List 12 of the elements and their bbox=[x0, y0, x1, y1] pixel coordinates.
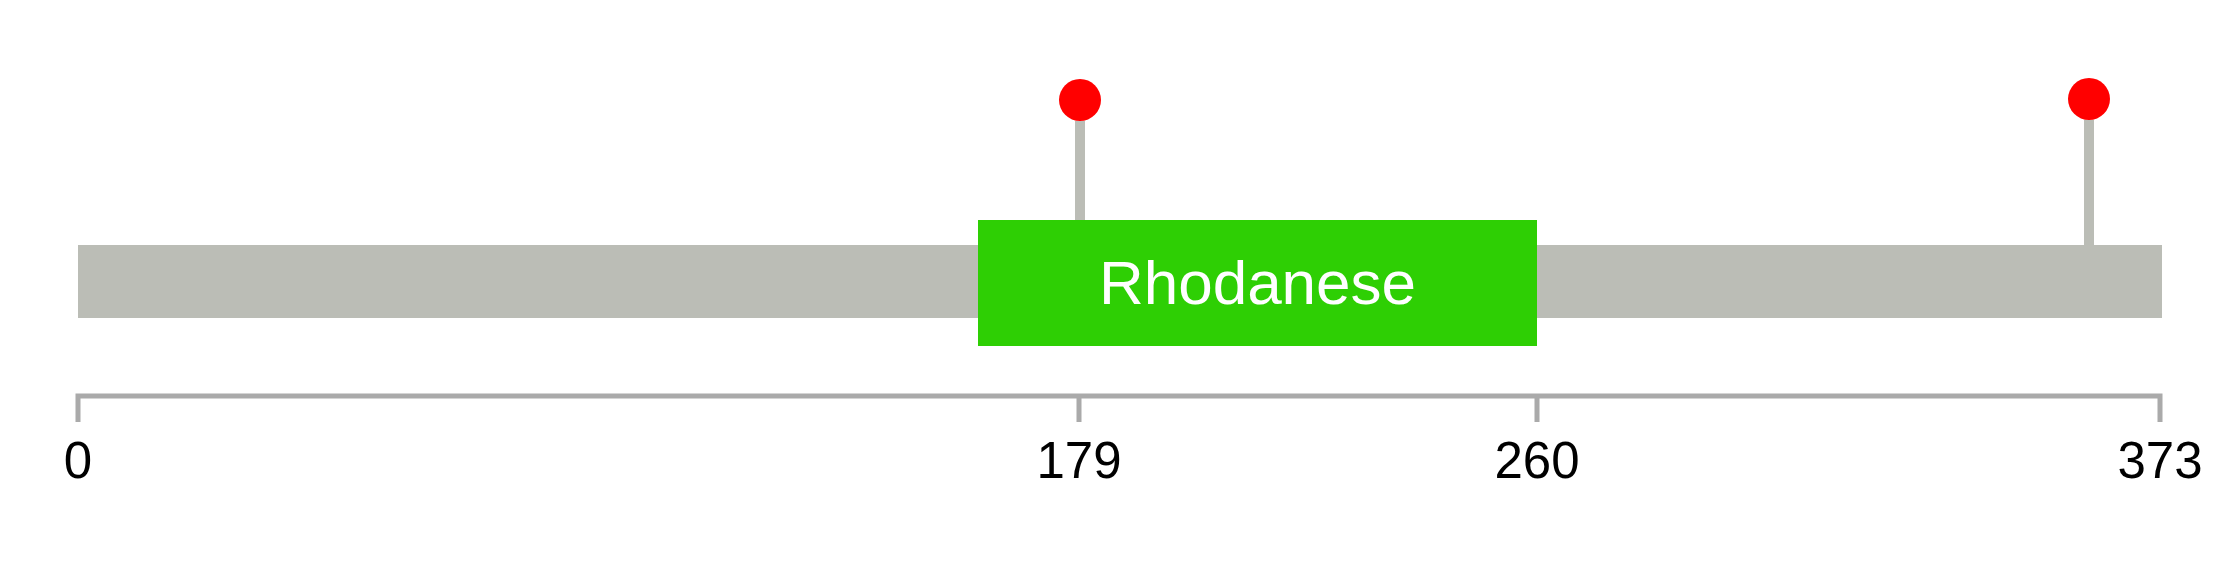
stem-line bbox=[1075, 121, 1085, 220]
tick-label: 373 bbox=[2117, 435, 2203, 486]
tick-label: 179 bbox=[1036, 435, 1122, 486]
tick-label: 260 bbox=[1494, 435, 1580, 486]
protein-backbone-bar bbox=[78, 245, 978, 318]
domain-label: Rhodanese bbox=[1098, 252, 1417, 314]
protein-backbone-bar bbox=[1537, 245, 2162, 318]
tick-label: 0 bbox=[63, 435, 93, 486]
site-marker-dot bbox=[1059, 79, 1101, 121]
stem-line bbox=[2084, 120, 2094, 245]
domain-box bbox=[978, 220, 1537, 346]
site-marker-dot bbox=[2068, 78, 2110, 120]
